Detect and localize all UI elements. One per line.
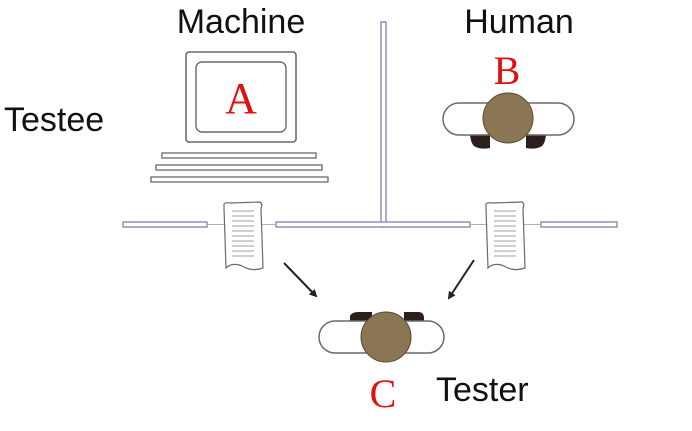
computer-icon: A — [150, 51, 329, 183]
horizontal-wall-left — [122, 221, 208, 228]
arrow-left-icon — [283, 262, 318, 298]
label-testee: Testee — [4, 101, 104, 139]
horizontal-wall-right — [540, 221, 618, 228]
label-machine: Machine — [177, 3, 306, 41]
human-head-icon — [482, 92, 534, 144]
vertical-wall — [380, 21, 387, 228]
computer-base-1 — [161, 152, 317, 159]
letter-b: B — [494, 48, 521, 93]
arrow-right-icon — [447, 259, 475, 300]
tester-head-icon — [360, 311, 412, 363]
partition-walls — [122, 21, 618, 228]
human-right-shoulder-icon — [526, 132, 546, 149]
label-tester: Tester — [436, 371, 529, 409]
letter-c: C — [370, 371, 397, 416]
horizontal-wall-center — [275, 221, 471, 228]
human-left-shoulder-icon — [470, 132, 490, 149]
computer-base-3 — [150, 176, 329, 183]
human-person-icon: B — [442, 48, 575, 149]
letter-a: A — [225, 74, 257, 123]
monitor-screen — [195, 61, 287, 133]
computer-base-2 — [155, 164, 323, 171]
document-right-icon — [485, 201, 526, 271]
document-left-icon — [223, 201, 264, 271]
label-human: Human — [464, 3, 574, 41]
tester-person-icon: C — [318, 311, 445, 416]
